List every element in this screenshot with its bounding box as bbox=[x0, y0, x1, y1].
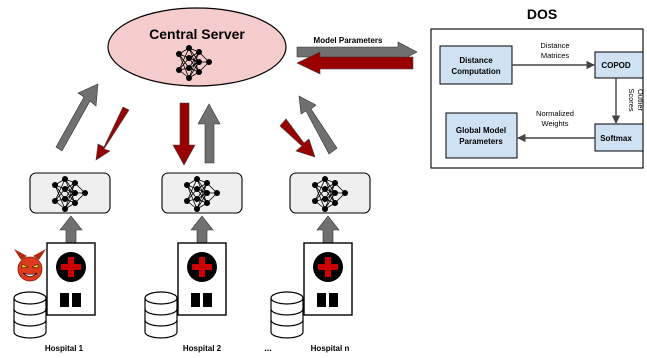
devil-icon bbox=[14, 249, 46, 282]
arrow-hospital1-to-model bbox=[59, 215, 83, 244]
arrow-client3-upload bbox=[298, 95, 338, 155]
distance-computation-label-line1: Distance bbox=[459, 56, 493, 65]
central-server-ellipse bbox=[107, 7, 287, 87]
dos-panel: DOS Distance Computation COPOD Softmax G… bbox=[430, 6, 645, 169]
central-server: Central Server bbox=[107, 7, 287, 87]
outlier-scores-label-line1: Outlier bbox=[636, 89, 645, 112]
copod-label: COPOD bbox=[601, 61, 631, 70]
copod-box: COPOD bbox=[594, 51, 644, 79]
local-model-box-hospital-n bbox=[289, 172, 371, 214]
distance-computation-label-line2: Computation bbox=[451, 67, 500, 76]
hospital-n-database-icon bbox=[270, 291, 304, 339]
arrow-hospital2-to-model bbox=[190, 215, 214, 244]
distance-matrices-label-line2: Matrices bbox=[541, 51, 570, 60]
hospital-n-building-icon bbox=[303, 242, 353, 316]
local-model-box-hospital-2 bbox=[161, 172, 243, 214]
softmax-label: Softmax bbox=[600, 134, 632, 143]
hospital-1-building-icon bbox=[46, 242, 96, 316]
arrow-hospitaln-to-model bbox=[316, 215, 340, 244]
arrow-client1-upload bbox=[55, 83, 99, 152]
local-model-box-hospital-1 bbox=[29, 172, 111, 214]
hospital-1-label: Hospital 1 bbox=[45, 344, 84, 353]
model-parameters-label: Model Parameters bbox=[314, 36, 383, 45]
ellipsis-label: ... bbox=[264, 343, 272, 353]
hospital-n-label: Hospital n bbox=[311, 344, 350, 353]
global-model-parameters-box: Global Model Parameters bbox=[445, 112, 518, 159]
central-server-label: Central Server bbox=[149, 26, 245, 42]
distance-matrices-label-line1: Distance bbox=[540, 41, 569, 50]
normalized-weights-label-line1: Normalized bbox=[536, 109, 574, 118]
arrow-client2-download bbox=[172, 102, 196, 166]
hospital-2-building-icon bbox=[177, 242, 227, 316]
dos-title: DOS bbox=[527, 6, 557, 22]
arrow-client3-download bbox=[279, 118, 316, 158]
distance-computation-box: Distance Computation bbox=[439, 45, 513, 85]
arrow-client2-upload bbox=[197, 103, 221, 164]
hospital-2-database-icon bbox=[144, 291, 178, 339]
hospital-1-database-icon bbox=[13, 291, 47, 339]
softmax-box: Softmax bbox=[594, 123, 644, 152]
global-model-parameters-line2: Parameters bbox=[459, 137, 503, 146]
normalized-weights-label-line2: Weights bbox=[542, 119, 569, 128]
hospital-2-label: Hospital 2 bbox=[183, 344, 222, 353]
arrow-client1-download bbox=[95, 106, 130, 161]
outlier-scores-label-line2: Scores bbox=[627, 88, 636, 112]
global-model-parameters-line1: Global Model bbox=[456, 126, 506, 135]
arrow-dos-to-server bbox=[296, 51, 414, 75]
